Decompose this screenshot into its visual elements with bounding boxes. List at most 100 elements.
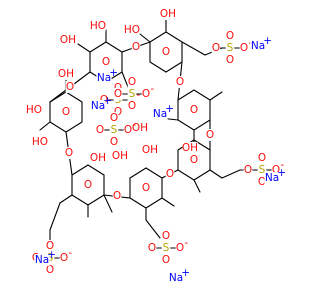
glucose-ring-bond	[165, 61, 183, 73]
sulfate-oxygen-label: O	[258, 176, 266, 188]
sulfate-oxygen-label-backdrop	[243, 164, 253, 176]
ring-oxygen-label: O	[62, 106, 70, 118]
hydroxyl-label: HO	[32, 136, 48, 148]
sulfate-oxide-label-charge: -	[280, 159, 284, 171]
glucose-ring-bond	[71, 164, 89, 176]
glucose-ring-bond	[165, 31, 183, 43]
ring-oxygen-label: O	[176, 76, 184, 88]
sodium-ion-label: Na	[97, 72, 111, 84]
ring-oxygen-label-backdrop	[141, 182, 151, 194]
substituent-bond	[103, 194, 113, 213]
sulfate-oxide-label: O	[60, 252, 68, 264]
ring-oxygen-label-backdrop	[161, 46, 171, 58]
substituent-bond	[209, 91, 223, 101]
sulfate-oxygen-label-backdrop	[95, 124, 105, 136]
sulfate-oxide-label: O	[272, 164, 280, 176]
hydroxyl-label: OH	[90, 152, 106, 164]
ring-oxygen-label: O	[65, 147, 73, 159]
sodium-ion-label-backdrop	[90, 100, 106, 112]
sulfate-oxide-label-backdrop	[239, 42, 249, 54]
glucose-ring-bond	[65, 121, 83, 133]
sodium-ion-label-backdrop	[264, 172, 280, 184]
hydroxyl-label-backdrop	[58, 68, 74, 80]
sulfur-label-backdrop	[257, 164, 267, 176]
sulfate-oxygen-label: O	[110, 112, 118, 124]
substituent-bond	[49, 202, 61, 231]
sulfate-oxygen-label-backdrop	[257, 176, 267, 188]
sodium-ion-label: Na	[91, 100, 105, 112]
sulfate-oxide-label-charge: -	[132, 119, 136, 131]
sulfate-oxygen-label: O	[46, 264, 54, 276]
sulfur-label-backdrop	[127, 88, 137, 100]
substituent-bond	[193, 179, 201, 193]
sodium-ion-label-charge: +	[263, 35, 272, 47]
sulfate-oxide-label-charge: -	[68, 247, 72, 259]
sulfate-oxygen-label-backdrop	[45, 240, 55, 252]
sulfate-oxide-label: O	[176, 242, 184, 254]
sulfate-oxide-label-backdrop	[59, 252, 69, 264]
ring-oxygen-label-backdrop	[83, 179, 93, 191]
sulfate-oxide-label-backdrop	[123, 124, 133, 136]
ring-oxygen-label: O	[190, 154, 198, 166]
hydroxyl-label-backdrop	[26, 104, 42, 116]
sulfate-oxide-label: O	[240, 42, 248, 54]
sodium-ion-label-backdrop	[152, 108, 168, 120]
sulfate-oxygen-label-backdrop	[109, 112, 119, 124]
substituent-bond	[59, 194, 73, 204]
sulfate-oxygen-label-backdrop	[127, 76, 137, 88]
hydroxyl-label: OH	[60, 34, 76, 46]
ring-oxygen-label-backdrop	[175, 76, 185, 88]
ring-oxygen-label: O	[190, 104, 198, 116]
substituent-bond	[209, 169, 223, 179]
sulfate-oxygen-label-backdrop	[211, 42, 221, 54]
glucose-ring-bond	[193, 169, 211, 181]
sulfur-label: S	[111, 124, 118, 136]
sulfur-label: S	[163, 242, 170, 254]
sulfate-oxide-label-charge: -	[184, 237, 188, 249]
substituent-bond	[77, 43, 91, 53]
sodium-ion-label-backdrop	[250, 40, 266, 52]
hydroxyl-label: OH	[142, 144, 158, 156]
hydroxyl-label-backdrop	[112, 150, 128, 162]
substituent-bond	[145, 219, 161, 239]
hydroxyl-label: OH	[58, 68, 74, 80]
sodium-ion-label-backdrop	[96, 72, 112, 84]
hydroxyl-label: OH	[182, 142, 198, 154]
sulfur-label: S	[227, 42, 234, 54]
glucose-ring-bond	[71, 194, 89, 206]
hydroxyl-label: OH	[112, 150, 128, 162]
glucose-ring-bond	[105, 41, 123, 53]
ring-oxygen-label-backdrop	[205, 129, 215, 141]
sodium-ion-label-charge: +	[165, 103, 174, 115]
hydroxyl-label-backdrop	[90, 152, 106, 164]
ring-oxygen-label-backdrop	[131, 41, 141, 53]
glucose-ring-bond	[129, 197, 147, 209]
ring-oxygen-label-backdrop	[65, 81, 75, 93]
ring-oxygen-label-backdrop	[101, 56, 111, 68]
sodium-ion-label-charge: +	[277, 167, 286, 179]
sodium-ion-label: Na	[265, 172, 279, 184]
ring-oxygen-label-backdrop	[165, 168, 175, 180]
ring-oxygen-label: O	[102, 56, 110, 68]
sulfate-oxygen-label-backdrop	[127, 100, 137, 112]
sulfate-oxide-label-charge: -	[136, 89, 140, 101]
ring-oxygen-label-backdrop	[61, 106, 71, 118]
sulfate-oxygen-label-backdrop	[109, 136, 119, 148]
hydroxyl-label: OH	[160, 8, 176, 20]
sulfur-label-backdrop	[45, 252, 55, 264]
hydroxyl-label: OH	[132, 122, 148, 134]
sulfate-oxygen-label: O	[46, 240, 54, 252]
sulfate-oxygen-label: O	[128, 100, 136, 112]
glucose-ring-bond	[193, 139, 211, 151]
sulfate-oxygen-label: O	[212, 42, 220, 54]
sodium-ion-label-charge: +	[181, 267, 190, 279]
sulfate-oxygen-label-backdrop	[45, 264, 55, 276]
glucose-ring-bond	[49, 121, 67, 133]
ring-oxygen-label-backdrop	[64, 147, 74, 159]
glucose-ring-bond	[65, 91, 83, 103]
sulfate-oxygen-label-backdrop	[257, 152, 267, 164]
substituent-bond	[39, 121, 51, 131]
sulfate-oxygen-label: O	[148, 242, 156, 254]
hydroxyl-label-backdrop	[32, 136, 48, 148]
